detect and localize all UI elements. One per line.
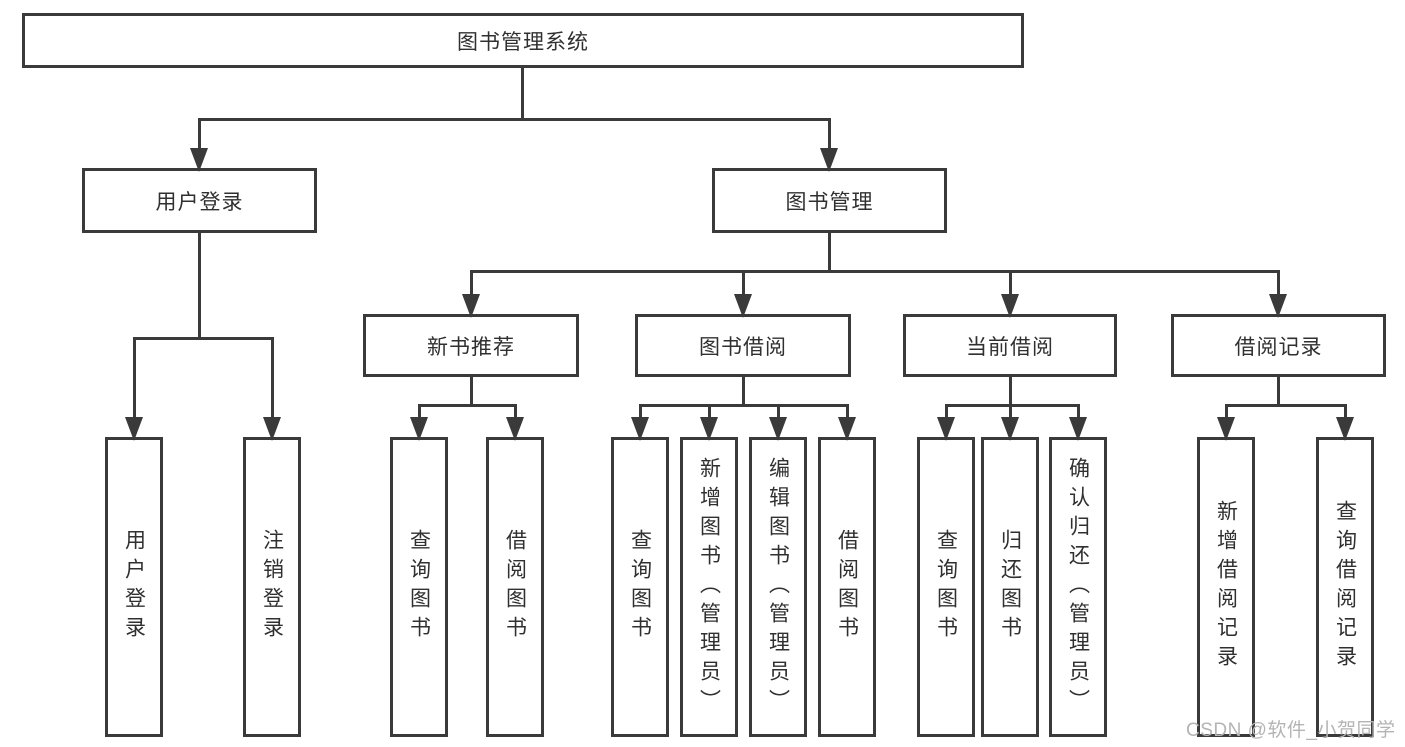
connector-line — [198, 233, 201, 340]
arrow-down-icon — [1336, 417, 1354, 441]
leaf-return-books: 归还图书 — [981, 437, 1039, 737]
arrow-down-icon — [190, 148, 208, 172]
node-label: 编辑图书（管理员） — [766, 456, 790, 718]
connector-line — [198, 118, 831, 121]
arrow-down-icon — [1069, 417, 1087, 441]
node-label: 确认归还（管理员） — [1066, 456, 1090, 718]
node-label: 借阅图书 — [503, 529, 527, 645]
node-new-book-recommend: 新书推荐 — [363, 314, 579, 377]
connector-line — [470, 271, 473, 302]
connector-line — [1009, 377, 1012, 407]
leaf-user-login: 用户登录 — [105, 437, 163, 737]
connector-line — [521, 66, 524, 121]
leaf-confirm-return-admin: 确认归还（管理员） — [1049, 437, 1107, 737]
node-label: 查询图书 — [407, 529, 431, 645]
arrow-down-icon — [125, 417, 143, 441]
node-borrowing-records: 借阅记录 — [1171, 314, 1386, 377]
arrow-down-icon — [1001, 417, 1019, 441]
connector-line — [271, 338, 274, 429]
leaf-query-books: 查询图书 — [611, 437, 669, 737]
node-user-login: 用户登录 — [82, 168, 317, 233]
connector-line — [418, 404, 517, 407]
connector-line — [828, 119, 831, 160]
connector-line — [1225, 404, 1347, 407]
connector-line — [828, 233, 831, 273]
leaf-borrow-books: 借阅图书 — [486, 437, 544, 737]
node-library-management-system: 图书管理系统 — [22, 13, 1024, 68]
node-label: 图书管理系统 — [457, 30, 589, 54]
arrow-down-icon — [410, 417, 428, 441]
node-book-management: 图书管理 — [712, 168, 947, 233]
node-label: 查询借阅记录 — [1333, 500, 1357, 674]
arrow-down-icon — [506, 417, 524, 441]
node-label: 用户登录 — [155, 190, 244, 214]
arrow-down-icon — [1217, 417, 1235, 441]
node-label: 借阅记录 — [1234, 335, 1323, 359]
node-label: 图书借阅 — [699, 335, 787, 359]
node-label: 归还图书 — [998, 529, 1022, 645]
node-label: 当前借阅 — [966, 335, 1054, 359]
arrow-down-icon — [263, 417, 281, 441]
node-label: 图书管理 — [785, 190, 874, 214]
connector-line — [639, 404, 849, 407]
connector-line — [1277, 377, 1280, 407]
node-label: 新增借阅记录 — [1214, 500, 1238, 674]
node-label: 新增图书（管理员） — [697, 456, 721, 718]
node-label: 查询图书 — [934, 529, 958, 645]
arrow-down-icon — [700, 417, 718, 441]
arrow-down-icon — [820, 148, 838, 172]
leaf-add-books-admin: 新增图书（管理员） — [680, 437, 738, 737]
leaf-query-books: 查询图书 — [917, 437, 975, 737]
leaf-add-borrow-record: 新增借阅记录 — [1197, 437, 1255, 737]
connector-line — [133, 337, 274, 340]
csdn-watermark: CSDN @软件_小贺同学 — [1186, 720, 1396, 741]
connector-line — [133, 338, 136, 429]
leaf-logout: 注销登录 — [243, 437, 301, 737]
connector-line — [470, 270, 1280, 273]
node-label: 借阅图书 — [835, 529, 859, 645]
node-label: 用户登录 — [122, 529, 146, 645]
leaf-query-books: 查询图书 — [390, 437, 448, 737]
arrow-down-icon — [631, 417, 649, 441]
node-label: 新书推荐 — [427, 335, 515, 359]
node-label: 注销登录 — [260, 529, 284, 645]
connector-line — [945, 404, 1080, 407]
arrow-down-icon — [462, 294, 480, 318]
connector-line — [198, 119, 201, 160]
node-label: 查询图书 — [628, 529, 652, 645]
connector-line — [742, 377, 745, 407]
arrow-down-icon — [769, 417, 787, 441]
arrow-down-icon — [838, 417, 856, 441]
arrow-down-icon — [1001, 294, 1019, 318]
leaf-query-borrow-record: 查询借阅记录 — [1316, 437, 1374, 737]
connector-line — [470, 377, 473, 407]
connector-line — [742, 271, 745, 302]
arrow-down-icon — [734, 294, 752, 318]
leaf-borrow-books: 借阅图书 — [818, 437, 876, 737]
node-book-borrowing: 图书借阅 — [635, 314, 851, 377]
arrow-down-icon — [937, 417, 955, 441]
arrow-down-icon — [1269, 294, 1287, 318]
connector-line — [1009, 271, 1012, 302]
node-current-borrowing: 当前借阅 — [903, 314, 1117, 377]
connector-line — [1277, 271, 1280, 302]
leaf-edit-books-admin: 编辑图书（管理员） — [749, 437, 807, 737]
